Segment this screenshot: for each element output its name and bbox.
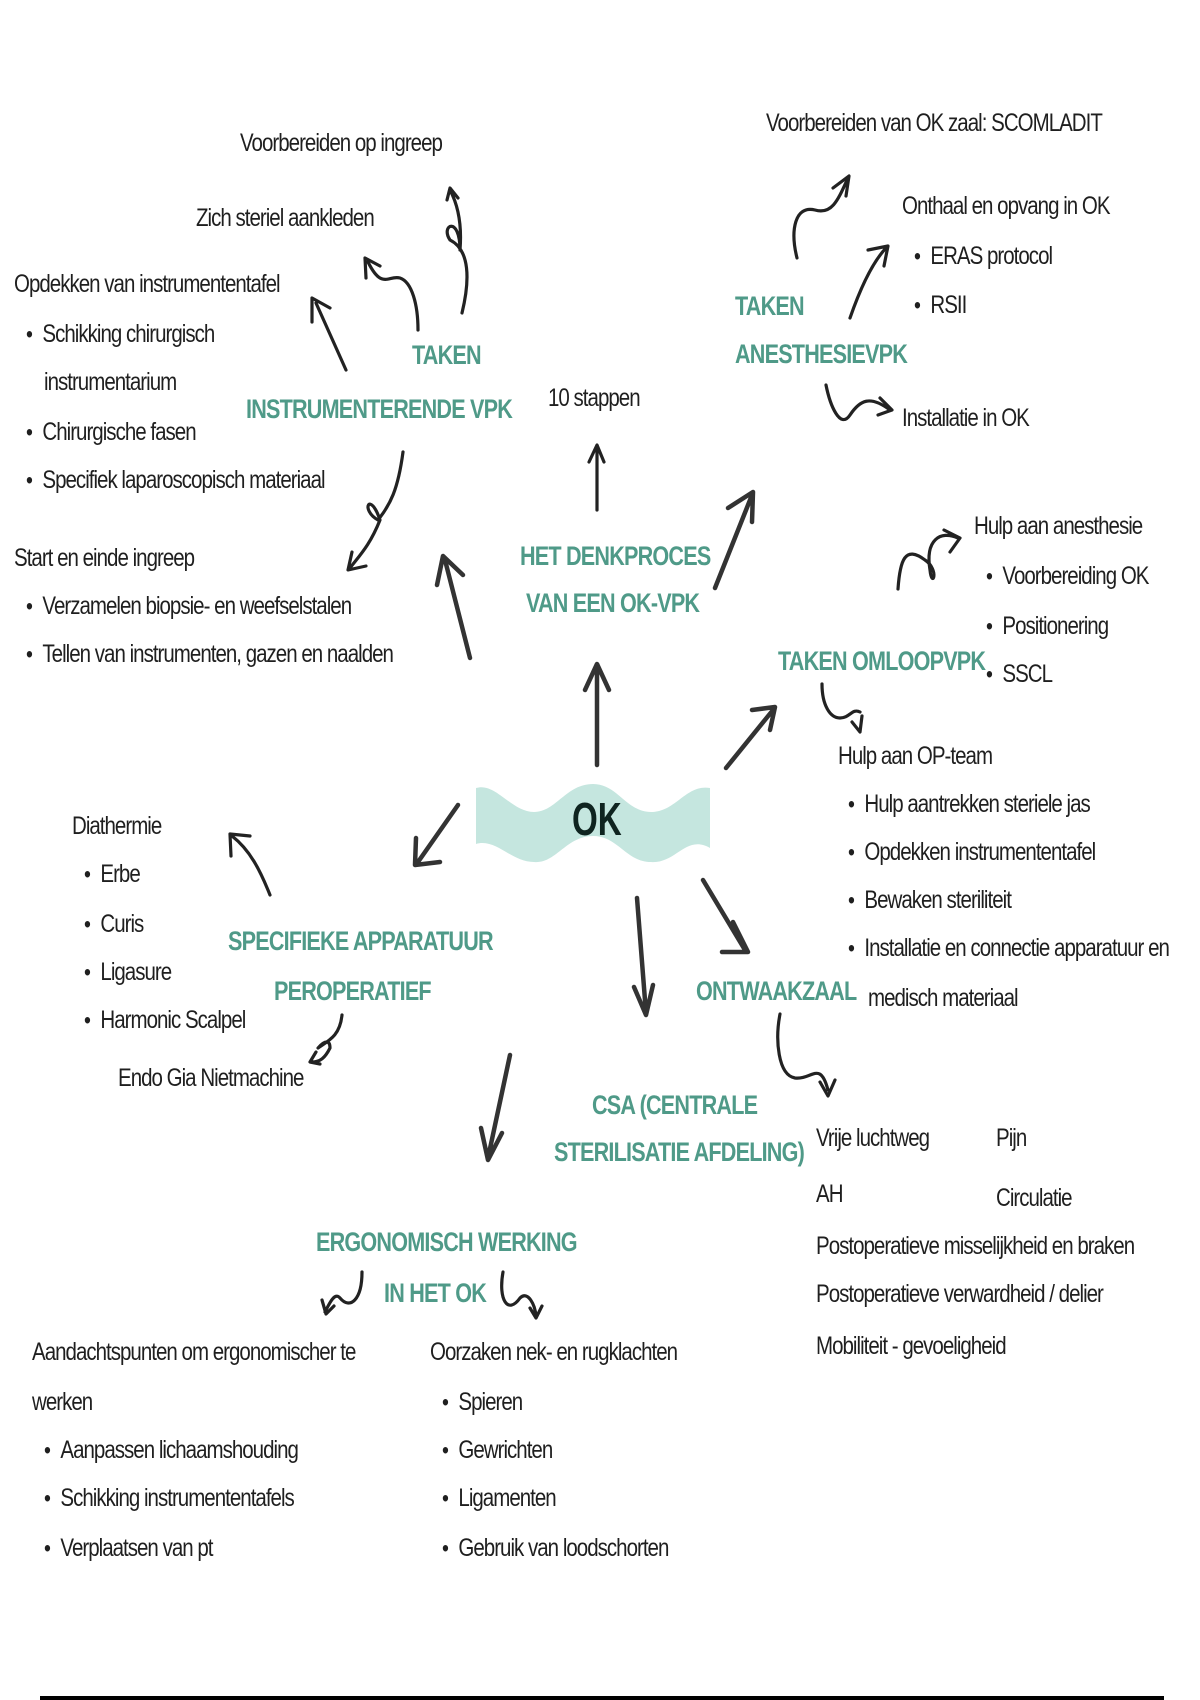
aandachtspunten-bullet: Verplaatsen van pt: [44, 1536, 213, 1561]
arrow-to-apparatuur: [412, 802, 461, 868]
oorzaken-title: Oorzaken nek- en rugklachten: [430, 1338, 678, 1366]
instrumenterende-heading-line2: INSTRUMENTERENDE VPK: [246, 394, 513, 424]
ontwaakzaal-item: Postoperatieve verwardheid / delier: [816, 1280, 1104, 1308]
arrow-to-diathermie: [228, 832, 272, 897]
start-einde-title: Start en einde ingreep: [14, 544, 195, 572]
arrow-to-anesthesie: [712, 489, 756, 591]
aandachtspunten-title-line2: werken: [32, 1388, 93, 1416]
csa-heading-line1: CSA (CENTRALE: [592, 1090, 758, 1120]
oorzaken-bullet: Ligamenten: [442, 1486, 556, 1511]
arrow-to-start-einde: [346, 450, 405, 572]
arrow-to-hulp-anesthesie: [896, 528, 962, 591]
hulp-anesthesie-bullet: Voorbereiding OK: [986, 564, 1149, 589]
arrow-to-scomladit: [792, 174, 851, 260]
hulp-opteam-bullet: Installatie en connectie apparatuur en: [848, 936, 1169, 961]
anesthesie-heading-line2: ANESTHESIEVPK: [735, 339, 908, 369]
onthaal-opvang-title: Onthaal en opvang in OK: [902, 192, 1111, 220]
anesthesie-heading-line1: TAKEN: [735, 291, 805, 321]
denkproces-heading-line1: HET DENKPROCES: [520, 541, 711, 571]
ontwaakzaal-item: Vrije luchtweg: [816, 1124, 930, 1152]
ergonomisch-heading-line1: ERGONOMISCH WERKING: [316, 1227, 578, 1257]
omloop-heading: TAKEN OMLOOPVPK: [778, 646, 986, 676]
opdekken-bullet: Chirurgische fasen: [26, 420, 196, 445]
ontwaakzaal-item: Mobiliteit - gevoeligheid: [816, 1332, 1007, 1360]
hulp-opteam-bullet: Bewaken steriliteit: [848, 888, 1012, 913]
denkproces-10-stappen: 10 stappen: [548, 384, 641, 412]
arrow-to-ergonomisch: [478, 1052, 513, 1163]
page-bottom-divider: [40, 1696, 1164, 1700]
arrow-to-endo-gia: [308, 1013, 344, 1066]
arrow-to-aandachtspunten: [320, 1270, 364, 1316]
arrow-to-instrumenterende: [434, 553, 473, 661]
apparatuur-heading-line2: PEROPERATIEF: [274, 976, 432, 1006]
opdekken-bullet: Schikking chirurgisch: [26, 322, 215, 347]
apparatuur-heading-line1: SPECIFIEKE APPARATUUR: [228, 926, 494, 956]
installatie-in-ok: Installatie in OK: [902, 404, 1030, 432]
arrow-to-aankleden: [363, 256, 420, 332]
hulp-opteam-bullet: Opdekken instrumententafel: [848, 840, 1096, 865]
arrow-to-ontwaakzaal-list: [776, 1012, 837, 1098]
ontwaakzaal-heading: ONTWAAKZAAL: [696, 976, 857, 1006]
endo-gia-nietmachine: Endo Gia Nietmachine: [118, 1064, 304, 1092]
voorbereiden-ok-zaal-scomladit: Voorbereiden van OK zaal: SCOMLADIT: [766, 109, 1103, 137]
opdekken-bullet: Specifiek laparoscopisch materiaal: [26, 468, 325, 493]
diathermie-bullet: Harmonic Scalpel: [84, 1008, 246, 1033]
arrow-to-10-stappen: [587, 443, 606, 512]
ontwaakzaal-item: AH: [816, 1180, 844, 1208]
onthaal-bullet: ERAS protocol: [914, 244, 1053, 269]
ontwaakzaal-item: Pijn: [996, 1124, 1027, 1152]
csa-heading-line2: STERILISATIE AFDELING): [554, 1137, 805, 1167]
hulp-anesthesie-bullet: SSCL: [986, 662, 1053, 687]
arrow-to-voorbereiden: [445, 186, 469, 315]
ontwaakzaal-item: Postoperatieve misselijkheid en braken: [816, 1232, 1135, 1260]
oorzaken-bullet: Gewrichten: [442, 1438, 553, 1463]
ontwaakzaal-item: Circulatie: [996, 1184, 1073, 1212]
hulp-opteam-title: Hulp aan OP-team: [838, 742, 993, 770]
arrow-to-ontwaakzaal: [700, 877, 751, 955]
ok-banner-shape: [476, 784, 710, 863]
opdekken-instrumententafel-title: Opdekken van instrumententafel: [14, 270, 281, 298]
zich-steriel-aankleden: Zich steriel aankleden: [196, 204, 375, 232]
diathermie-bullet: Curis: [84, 912, 144, 937]
arrow-to-oorzaken: [500, 1270, 544, 1320]
arrow-to-denkproces: [582, 661, 612, 768]
aandachtspunten-bullet: Aanpassen lichaamshouding: [44, 1438, 299, 1463]
wavy-band: [476, 784, 710, 863]
hulp-anesthesie-title: Hulp aan anesthesie: [974, 512, 1143, 540]
onthaal-bullet: RSII: [914, 293, 967, 318]
oorzaken-bullet: Gebruik van loodschorten: [442, 1536, 669, 1561]
hulp-opteam-bullet: Hulp aantrekken steriele jas: [848, 792, 1090, 817]
arrow-to-csa: [631, 895, 656, 1018]
diathermie-title: Diathermie: [72, 812, 162, 840]
denkproces-heading-line2: VAN EEN OK-VPK: [526, 588, 700, 618]
instrumenterende-heading-line1: TAKEN: [412, 340, 482, 370]
arrow-to-hulp-opteam: [820, 682, 864, 734]
arrow-to-installatie: [824, 383, 894, 422]
arrow-to-omloop: [723, 704, 778, 771]
ergonomisch-heading-line2: IN HET OK: [384, 1278, 487, 1308]
aandachtspunten-bullet: Schikking instrumententafels: [44, 1486, 294, 1511]
arrow-to-onthaal: [848, 244, 890, 320]
aandachtspunten-title-line1: Aandachtspunten om ergonomischer te: [32, 1338, 356, 1366]
hulp-anesthesie-bullet: Positionering: [986, 614, 1109, 639]
oorzaken-bullet: Spieren: [442, 1390, 523, 1415]
diathermie-bullet: Erbe: [84, 862, 140, 887]
center-node-ok: OK: [572, 793, 622, 845]
hulp-opteam-bullet-continuation: medisch materiaal: [868, 984, 1019, 1012]
opdekken-bullet-continuation: instrumentarium: [44, 368, 177, 396]
start-einde-bullet: Tellen van instrumenten, gazen en naalde…: [26, 642, 394, 667]
arrow-to-opdekken: [310, 296, 348, 372]
start-einde-bullet: Verzamelen biopsie- en weefselstalen: [26, 594, 352, 619]
voorbereiden-op-ingreep: Voorbereiden op ingreep: [240, 129, 443, 157]
diathermie-bullet: Ligasure: [84, 960, 172, 985]
